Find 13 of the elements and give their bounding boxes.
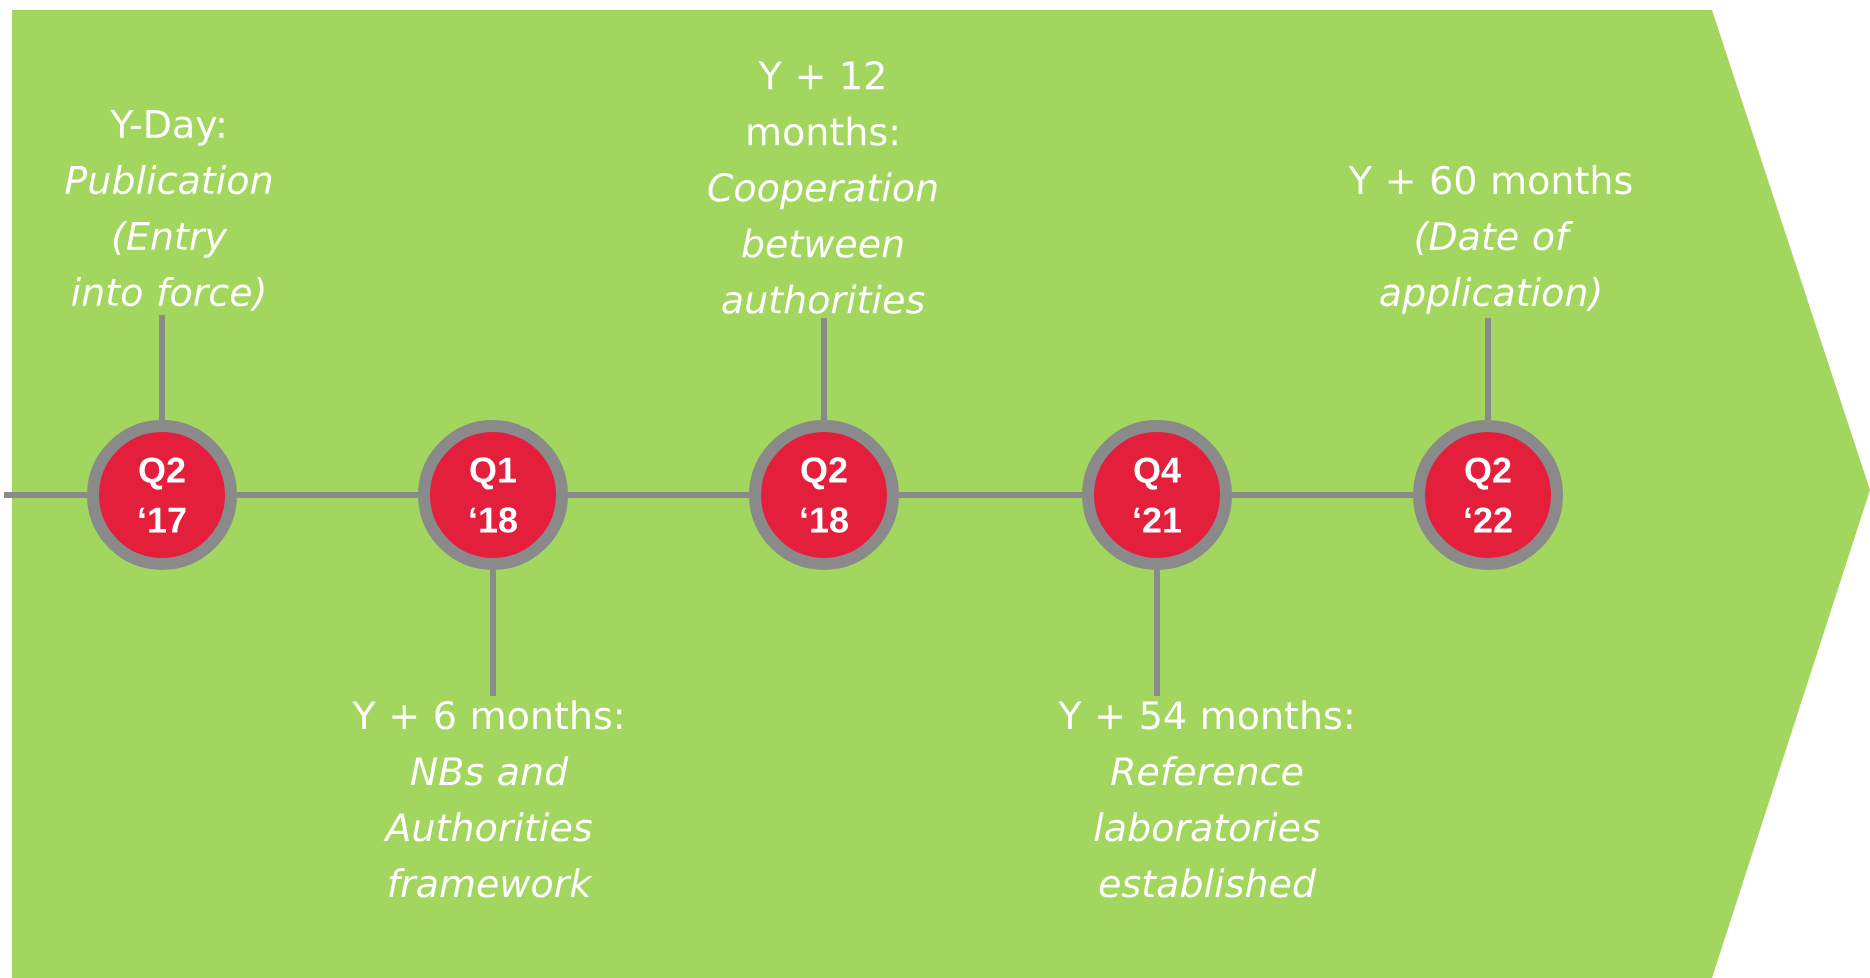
milestone-label: Y + 12 months: Cooperation between authorities: [708, 61, 937, 314]
timeline-line: [568, 492, 749, 498]
milestone-label: Y-Day: Publication (Entry into force): [65, 110, 272, 311]
timeline-line: [1232, 492, 1413, 498]
milestone-label: Y + 54 months: Reference laboratories established: [1058, 700, 1352, 898]
leader-line: [159, 315, 165, 420]
milestone-label: Y + 60 months (Date of application): [1348, 165, 1632, 314]
timeline-line: [899, 492, 1082, 498]
leader-line: [821, 318, 827, 420]
timeline-line: [237, 492, 418, 498]
timeline-line: [4, 492, 87, 498]
leader-line: [1485, 318, 1491, 420]
milestone-label: Y + 6 months: NBs and Authorities framework: [352, 700, 622, 898]
